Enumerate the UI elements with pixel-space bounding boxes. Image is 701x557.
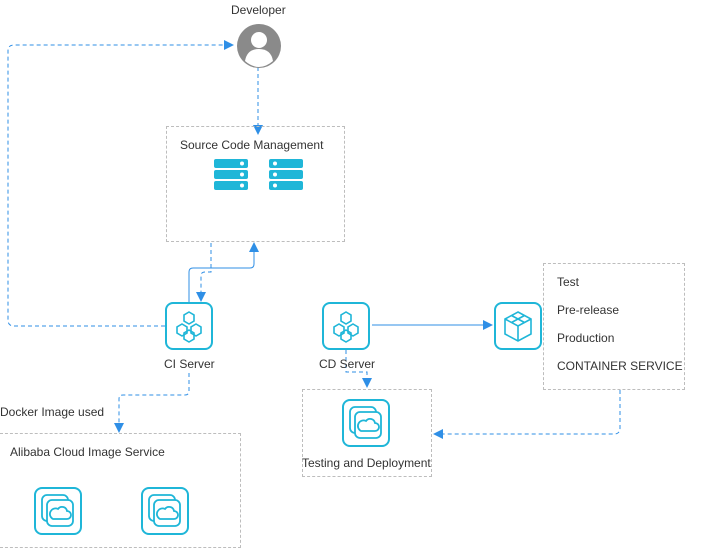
- scm-group[interactable]: [166, 126, 345, 242]
- container-item-pre-release: Pre-release: [557, 303, 620, 317]
- testing-deployment-node[interactable]: [342, 399, 390, 447]
- server-stack-icon: [213, 158, 249, 190]
- cloud-stack-icon: [349, 406, 382, 439]
- developer-node[interactable]: [236, 23, 282, 69]
- hexagon-cluster-icon: [176, 311, 202, 343]
- container-service-group[interactable]: [543, 263, 685, 390]
- testing-deployment-group[interactable]: [302, 389, 432, 477]
- image-registry-node[interactable]: [141, 487, 189, 535]
- container-service-node[interactable]: [494, 302, 542, 350]
- image-service-group[interactable]: [0, 433, 241, 548]
- user-avatar-icon: [237, 24, 281, 68]
- scm-title: Source Code Management: [180, 138, 324, 152]
- developer-label: Developer: [231, 3, 286, 17]
- testing-deployment-label: Testing and Deployment: [302, 456, 431, 470]
- cd-server-node[interactable]: [322, 302, 370, 350]
- container-item-production: Production: [557, 331, 615, 345]
- image-service-title: Alibaba Cloud Image Service: [10, 445, 165, 459]
- container-cube-icon: [504, 311, 532, 342]
- hexagon-cluster-icon: [333, 311, 359, 343]
- ci-to-image-service-connector: [114, 373, 190, 433]
- ci-to-scm-connector: [188, 242, 259, 302]
- container-service-title: CONTAINER SERVICE: [557, 359, 683, 373]
- cd-to-testing-connector: [345, 350, 372, 388]
- ci-server-node[interactable]: [165, 302, 213, 350]
- container-to-testing-connector: [433, 390, 621, 439]
- docker-image-edge-label: Docker Image used: [0, 405, 105, 419]
- ci-to-developer-connector: [7, 40, 234, 327]
- scm-to-ci-connector: [196, 243, 212, 302]
- cd-server-label: CD Server: [319, 357, 376, 371]
- cloud-stack-icon: [148, 494, 181, 527]
- ci-server-label: CI Server: [164, 357, 215, 371]
- cloud-stack-icon: [41, 494, 74, 527]
- server-stack-icon: [268, 158, 304, 190]
- container-item-test: Test: [557, 275, 580, 289]
- image-registry-node[interactable]: [34, 487, 82, 535]
